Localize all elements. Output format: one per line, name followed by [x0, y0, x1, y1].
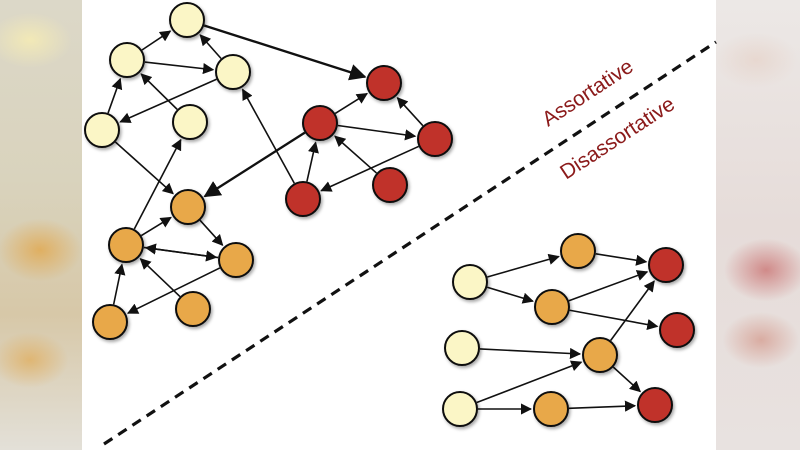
edge-arrow	[396, 96, 424, 127]
right-blurred-margin	[716, 0, 800, 450]
edge-arrow	[612, 366, 642, 393]
edge-arrow	[334, 135, 378, 174]
orange-node	[560, 233, 596, 269]
edge-arrow	[487, 253, 560, 278]
edge-arrow	[203, 24, 367, 81]
edge-arrow	[568, 400, 637, 412]
divider-dashed-line	[103, 40, 717, 446]
edge-arrow	[306, 141, 319, 182]
red-node	[302, 105, 338, 141]
edge-arrow	[141, 30, 172, 51]
edge-arrow	[199, 34, 222, 60]
pale-node	[109, 42, 145, 78]
orange-node	[218, 242, 254, 278]
edge-arrow	[609, 280, 655, 341]
orange-node	[170, 189, 206, 225]
orange-node	[534, 289, 570, 325]
edge-arrow	[203, 131, 306, 198]
edge-arrow	[479, 347, 582, 360]
orange-node	[108, 227, 144, 263]
orange-node	[533, 391, 569, 427]
edge-arrow	[107, 77, 123, 114]
edge-arrow	[144, 61, 215, 75]
red-node	[637, 387, 673, 423]
edge-arrow	[569, 309, 659, 331]
edge-arrow	[337, 124, 417, 141]
pale-node	[444, 330, 480, 366]
edge-arrow	[595, 253, 648, 266]
edge-arrow	[568, 270, 649, 302]
pale-node	[452, 264, 488, 300]
red-node	[659, 312, 695, 348]
edge-arrow	[334, 92, 368, 115]
nodes-group	[84, 2, 695, 427]
edge-arrow	[140, 73, 178, 110]
edge-arrow	[133, 138, 182, 230]
assortative-label: Assortative	[538, 55, 637, 131]
edge-arrow	[126, 267, 221, 314]
edge-arrow	[140, 216, 172, 237]
edge-arrow	[114, 141, 174, 195]
red-node	[285, 181, 321, 217]
red-node	[417, 121, 453, 157]
edge-arrow	[144, 243, 219, 259]
edge-arrow	[119, 78, 217, 123]
pale-node	[169, 2, 205, 38]
pale-node	[172, 104, 208, 140]
red-node	[366, 65, 402, 101]
orange-node	[175, 291, 211, 327]
edge-arrow	[476, 360, 583, 404]
edge-arrow	[486, 286, 534, 304]
edge-arrow	[199, 219, 224, 247]
pale-node	[84, 112, 120, 148]
pale-node	[442, 391, 478, 427]
left-blurred-margin	[0, 0, 82, 450]
red-node	[648, 247, 684, 283]
edges-group	[107, 24, 659, 415]
edge-arrow	[241, 88, 296, 184]
edge-arrow	[112, 263, 126, 305]
orange-node	[582, 337, 618, 373]
pale-node	[215, 54, 251, 90]
edge-arrow	[320, 145, 419, 192]
orange-node	[92, 304, 128, 340]
red-node	[372, 167, 408, 203]
